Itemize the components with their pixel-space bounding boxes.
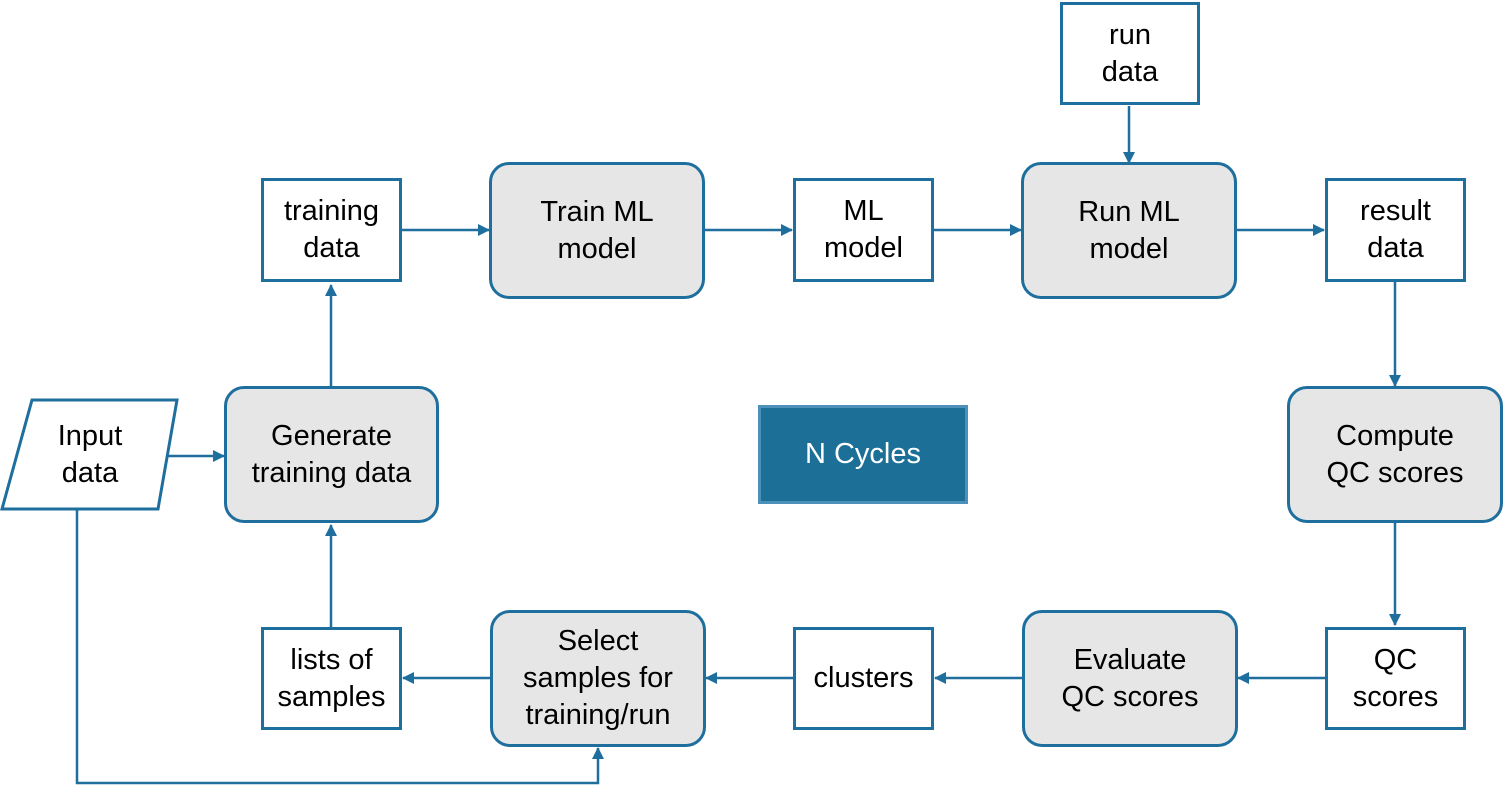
ml-model-node: ML model xyxy=(793,178,934,282)
evaluate-qc-scores-label: Evaluate QC scores xyxy=(1061,643,1199,713)
run-data-label: run data xyxy=(1101,18,1159,88)
input-data-shape xyxy=(0,398,179,511)
clusters-label: clusters xyxy=(813,662,914,694)
generate-training-data-node: Generate training data xyxy=(224,386,439,523)
train-ml-model-label: Train ML model xyxy=(540,195,654,265)
select-samples-label: Select samples for training/run xyxy=(523,625,673,731)
run-ml-model-node: Run ML model xyxy=(1021,162,1237,299)
compute-qc-scores-node: Compute QC scores xyxy=(1287,386,1503,523)
lists-of-samples-node: lists of samples xyxy=(261,627,402,730)
n-cycles-label: N Cycles xyxy=(804,438,921,470)
result-data-node: result data xyxy=(1325,178,1466,282)
qc-scores-label: QC scores xyxy=(1352,643,1439,713)
training-data-node: training data xyxy=(261,178,402,282)
lists-of-samples-label: lists of samples xyxy=(277,643,386,713)
evaluate-qc-scores-node: Evaluate QC scores xyxy=(1022,610,1238,747)
select-samples-node: Select samples for training/run xyxy=(490,610,706,747)
run-ml-model-label: Run ML model xyxy=(1078,195,1180,265)
training-data-label: training data xyxy=(283,195,380,264)
qc-scores-node: QC scores xyxy=(1325,627,1466,730)
result-data-label: result data xyxy=(1360,195,1431,264)
input-data-node: Input data xyxy=(20,400,160,509)
arrow-input-data-to-select-samples xyxy=(75,509,604,785)
input-data-label: Input data xyxy=(57,419,123,489)
train-ml-model-node: Train ML model xyxy=(489,162,705,299)
run-data-node: run data xyxy=(1060,2,1200,105)
ml-model-label: ML model xyxy=(824,195,903,264)
compute-qc-scores-label: Compute QC scores xyxy=(1326,419,1464,489)
clusters-node: clusters xyxy=(793,627,934,730)
n-cycles-badge: N Cycles xyxy=(758,405,968,504)
generate-training-data-label: Generate training data xyxy=(251,419,412,489)
